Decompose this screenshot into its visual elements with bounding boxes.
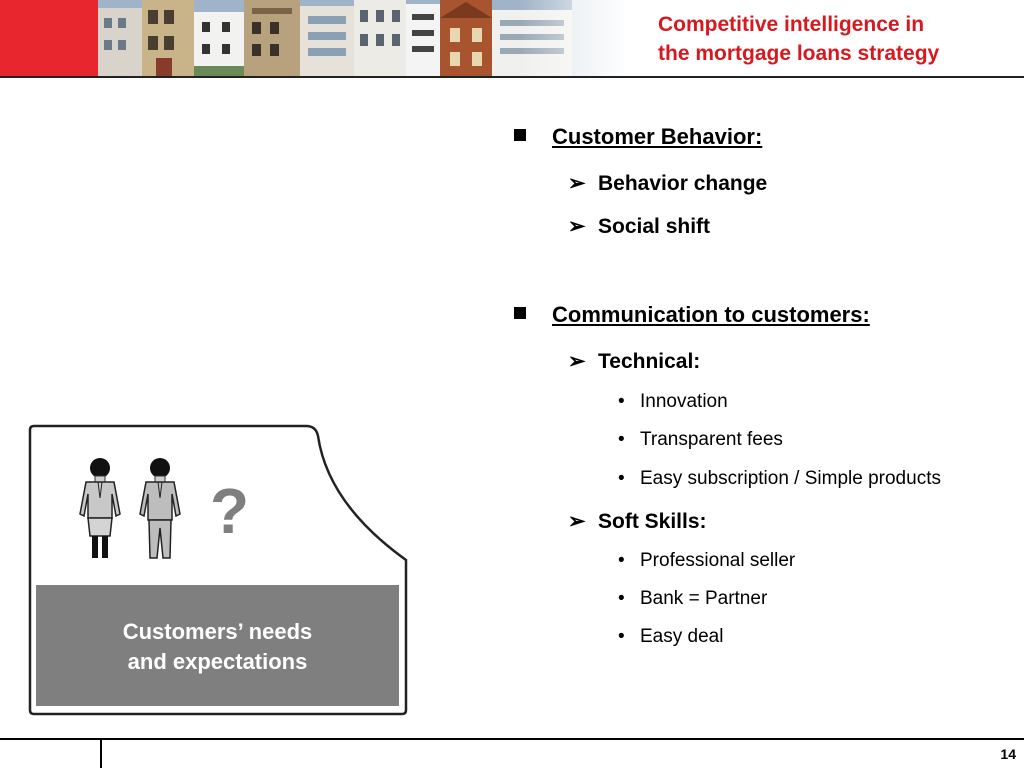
- dot-bullet-icon: •: [618, 429, 625, 450]
- footer-separator: [100, 738, 102, 768]
- dot-bullet-icon: •: [618, 391, 625, 412]
- list-item: •Easy deal: [618, 626, 724, 647]
- list-item: ➢Technical:: [568, 350, 701, 373]
- dot-bullet-icon: •: [618, 468, 625, 489]
- brand-red-block: [0, 0, 98, 76]
- list-item: •Easy subscription / Simple products: [618, 468, 941, 489]
- caption-box: [36, 585, 399, 706]
- arrow-bullet-icon: ➢: [568, 172, 586, 195]
- slide-title: Competitive intelligence in the mortgage…: [658, 10, 1018, 68]
- caption-line1: Customers’ needs: [122, 619, 313, 644]
- caption-line2: and expectations: [127, 649, 308, 674]
- list-item: ➢Soft Skills:: [568, 510, 707, 533]
- section-heading-customer-behavior: Customer Behavior:: [514, 124, 762, 150]
- question-mark: ?: [210, 475, 250, 547]
- arrow-bullet-icon: ➢: [568, 215, 586, 238]
- square-bullet-icon: [514, 307, 526, 319]
- slide-title-line1: Competitive intelligence in: [658, 13, 925, 36]
- list-item: •Professional seller: [618, 550, 796, 571]
- list-item: •Transparent fees: [618, 429, 783, 450]
- slide-header: Competitive intelligence in the mortgage…: [0, 0, 1024, 78]
- dot-bullet-icon: •: [618, 588, 625, 609]
- list-item: •Bank = Partner: [618, 588, 768, 609]
- businesswoman-icon: [79, 458, 121, 558]
- dot-bullet-icon: •: [618, 550, 625, 571]
- section-heading-communication: Communication to customers:: [514, 302, 870, 328]
- square-bullet-icon: [514, 129, 526, 141]
- footer-divider: [0, 738, 1024, 740]
- header-divider: [0, 76, 1024, 78]
- slide-title-line2: the mortgage loans strategy: [658, 42, 940, 65]
- list-item: •Innovation: [618, 391, 728, 412]
- arrow-bullet-icon: ➢: [568, 350, 586, 373]
- arrow-bullet-icon: ➢: [568, 510, 586, 533]
- page-number: 14: [1000, 746, 1016, 762]
- dot-bullet-icon: •: [618, 626, 625, 647]
- list-item: ➢Behavior change: [568, 172, 768, 195]
- caption-text: Customers’ needs and expectations: [36, 617, 399, 677]
- list-item: ➢Social shift: [568, 215, 711, 238]
- businessman-icon: [139, 458, 181, 559]
